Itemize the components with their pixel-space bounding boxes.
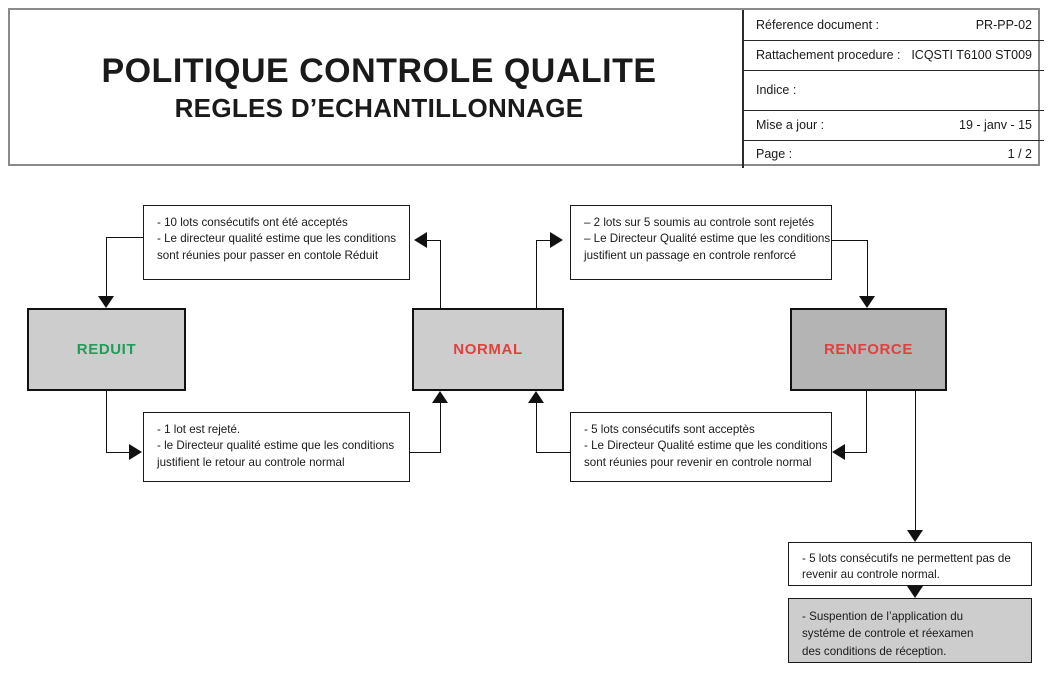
condition-line: – Le Directeur Qualité estime que les co… (584, 232, 831, 246)
connector-to-reduit-horizontal (106, 237, 144, 238)
condition-box-suspension: - Suspention de l’application du systéme… (788, 598, 1032, 663)
connector-reduit-to-normal-horizontal (410, 452, 440, 453)
meta-divider (744, 140, 1044, 141)
condition-line: sont réunies pour revenir en controle no… (584, 455, 812, 469)
connector-renforce-exit-horizontal (845, 452, 867, 453)
meta-key: Rattachement procedure : (756, 48, 901, 62)
meta-row-reference: Réference document : PR-PP-02 (744, 10, 1044, 40)
meta-divider (744, 110, 1044, 111)
connector-renforce-to-no-return-vertical (915, 391, 916, 530)
condition-box-reduit-to-normal: - 1 lot est rejeté. - le Directeur quali… (143, 412, 410, 482)
connector-to-renforce-horizontal (832, 240, 868, 241)
arrowhead-down-suspension (907, 586, 923, 598)
meta-row-page: Page : 1 / 2 (744, 140, 1044, 168)
condition-line: revenir au controle normal. (802, 568, 940, 582)
meta-row-rattachement: Rattachement procedure : ICQSTI T6100 ST… (744, 40, 1044, 70)
arrowhead-right-reduit-to-normal-box (129, 444, 142, 460)
connector-normal-to-renforce-vertical (536, 240, 537, 308)
flowchart: - 10 lots consécutifs ont été acceptés -… (0, 170, 1048, 687)
meta-row-mise-a-jour: Mise a jour : 19 - janv - 15 (744, 110, 1044, 140)
condition-line: - Suspention de l’application du (802, 610, 964, 623)
connector-reduit-exit-vertical (106, 391, 107, 453)
arrowhead-up-normal-right (528, 391, 544, 403)
connector-reduit-exit-horizontal (106, 452, 130, 453)
meta-value: ICQSTI T6100 ST009 (911, 48, 1032, 62)
connector-normal-to-reduit-horizontal (427, 240, 441, 241)
condition-line: sont réunies pour passer en contole Rédu… (157, 248, 379, 262)
condition-box-to-renforce: – 2 lots sur 5 soumis au controle sont r… (570, 205, 832, 280)
connector-to-renforce-vertical (867, 240, 868, 296)
condition-line: – 2 lots sur 5 soumis au controle sont r… (584, 216, 815, 229)
condition-line: des conditions de réception. (802, 644, 947, 658)
state-label: REDUIT (76, 341, 137, 358)
condition-box-no-return: - 5 lots consécutifs ne permettent pas d… (788, 542, 1032, 586)
arrowhead-down-no-return (907, 530, 923, 542)
arrowhead-right-to-renforce-box (550, 232, 563, 248)
condition-line: justifient le retour au controle normal (157, 455, 345, 469)
connector-to-reduit-vertical (106, 237, 107, 296)
page-title: POLITIQUE CONTROLE QUALITE (101, 51, 657, 90)
condition-line: - 5 lots consécutifs ne permettent pas d… (802, 552, 1011, 565)
condition-box-to-reduit: - 10 lots consécutifs ont été acceptés -… (143, 205, 410, 280)
condition-line: - le Directeur qualité estime que les co… (157, 439, 395, 453)
title-area: POLITIQUE CONTROLE QUALITE REGLES D’ECHA… (20, 20, 738, 156)
connector-renforce-exit-vertical (866, 391, 867, 453)
arrowhead-left-renforce-to-normal-box (832, 444, 845, 460)
connector-reduit-to-normal-vertical (440, 403, 441, 453)
meta-key: Page : (756, 147, 793, 161)
state-label: RENFORCE (824, 341, 913, 358)
document-meta-table: Réference document : PR-PP-02 Rattacheme… (742, 10, 1044, 168)
connector-normal-to-renforce-horizontal (536, 240, 550, 241)
arrowhead-up-normal-left (432, 391, 448, 403)
arrowhead-down-reduit (98, 296, 114, 308)
condition-line: - Le Directeur Qualité estime que les co… (584, 439, 828, 453)
connector-normal-to-reduit-vertical (440, 240, 441, 308)
arrowhead-left-to-reduit-box (414, 232, 427, 248)
condition-line: - 10 lots consécutifs ont été acceptés (157, 216, 348, 229)
condition-box-renforce-to-normal: - 5 lots consécutifs sont acceptès - Le … (570, 412, 832, 482)
state-box-normal[interactable]: NORMAL (412, 308, 564, 391)
condition-line: - 1 lot est rejeté. (157, 423, 241, 436)
state-box-reduit[interactable]: REDUIT (27, 308, 186, 391)
condition-line: - Le directeur qualité estime que les co… (157, 232, 397, 246)
connector-renforce-to-normal-horizontal (536, 452, 571, 453)
meta-value: 1 / 2 (1007, 147, 1032, 161)
document-header: POLITIQUE CONTROLE QUALITE REGLES D’ECHA… (8, 8, 1044, 168)
condition-line: systéme de controle et réexamen (802, 627, 974, 641)
meta-divider (744, 70, 1044, 71)
meta-row-indice: Indice : (744, 70, 1044, 110)
condition-line: justifient un passage en controle renfor… (584, 248, 797, 262)
state-box-renforce[interactable]: RENFORCE (790, 308, 947, 391)
meta-value: PR-PP-02 (975, 18, 1032, 32)
arrowhead-down-renforce (859, 296, 875, 308)
meta-value: 19 - janv - 15 (959, 118, 1032, 132)
page-subtitle: REGLES D’ECHANTILLONNAGE (174, 92, 584, 123)
state-label: NORMAL (453, 341, 523, 358)
meta-key: Indice : (756, 83, 797, 97)
meta-key: Mise a jour : (756, 118, 825, 132)
meta-divider (744, 40, 1044, 41)
meta-key: Réference document : (756, 18, 879, 32)
connector-renforce-to-normal-vertical (536, 403, 537, 453)
condition-line: - 5 lots consécutifs sont acceptès (584, 423, 755, 436)
